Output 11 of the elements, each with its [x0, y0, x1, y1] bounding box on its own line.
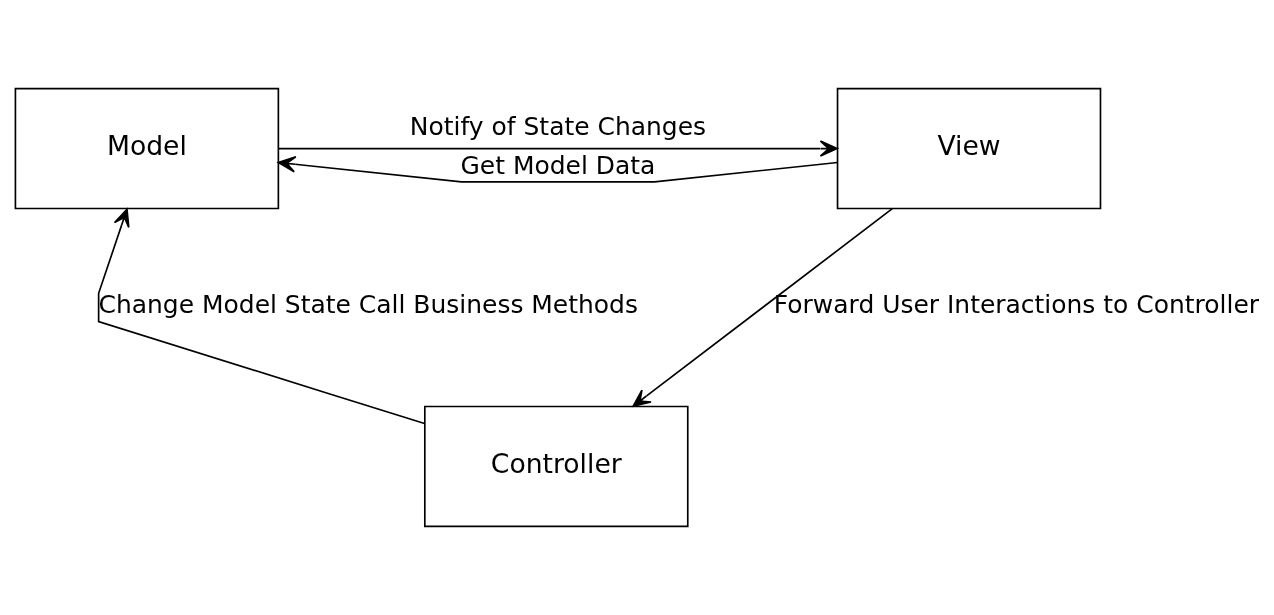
- edge-label: Forward User Interactions to Controller: [773, 290, 1259, 320]
- node-box: Model: [14, 87, 280, 210]
- edge-label: Get Model Data: [460, 150, 656, 180]
- edge-label: Change Model State Call Business Methods: [98, 290, 638, 320]
- arrow: [632, 207, 894, 407]
- arrow: [97, 208, 426, 425]
- arrow: [277, 140, 838, 157]
- node-box: Controller: [424, 405, 689, 528]
- node-box: View: [836, 87, 1102, 210]
- arrow: [277, 155, 839, 183]
- edge-label: Notify of State Changes: [409, 112, 707, 142]
